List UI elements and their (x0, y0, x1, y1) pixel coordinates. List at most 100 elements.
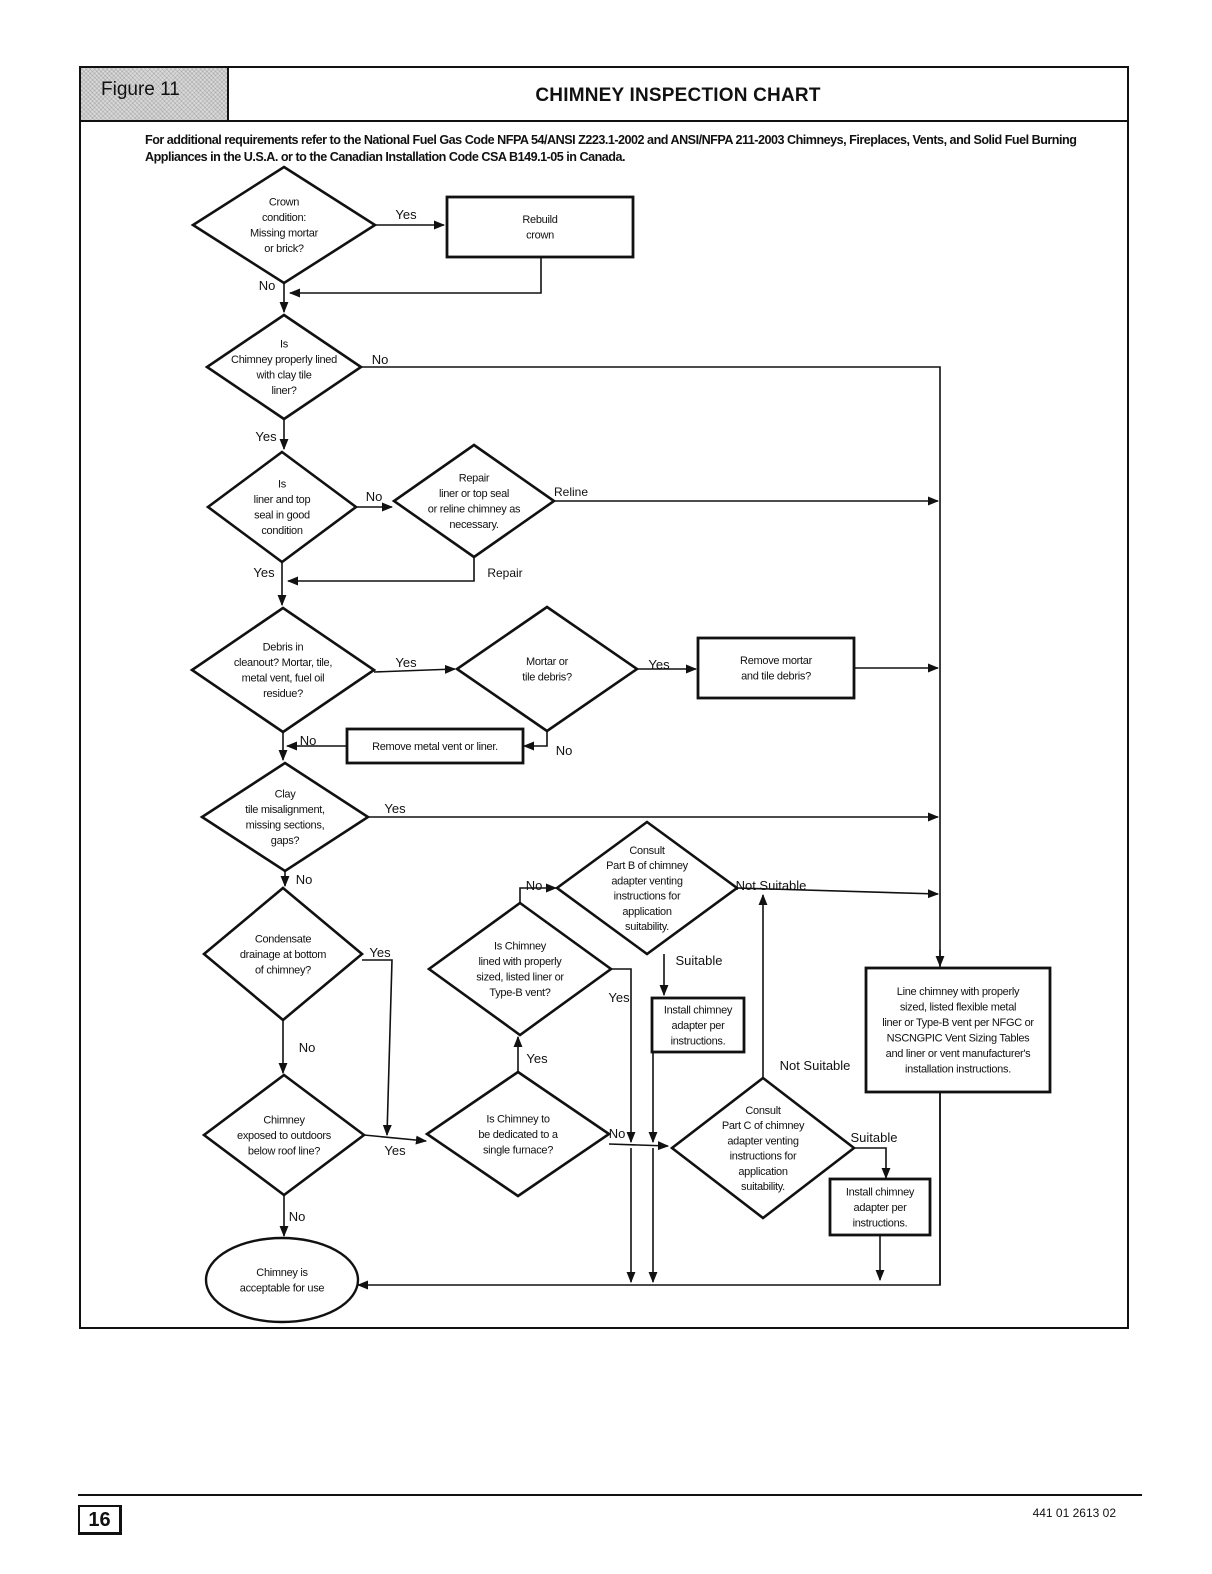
node-text: condition (261, 525, 303, 537)
edge-label-partc-not: Not Suitable (780, 1058, 851, 1073)
node-text: condition: (262, 212, 306, 224)
edge-label-cond-no: No (299, 1040, 316, 1055)
node-text: residue? (263, 688, 303, 700)
node-text: adapter per (672, 1020, 726, 1032)
page-number: 16 (78, 1505, 122, 1535)
node-text: instructions for (614, 891, 681, 903)
edge-label-clay-no: No (296, 872, 313, 887)
node-text: cleanout? Mortar, tile, (234, 657, 333, 669)
decision-diamond (189, 606, 377, 734)
process-box (650, 996, 746, 1054)
node-text: Clay (275, 789, 297, 801)
figure-label: Figure 11 (101, 79, 180, 100)
decision-diamond (669, 1076, 857, 1220)
decision-diamond (391, 443, 557, 559)
edge-label-liner-no: No (366, 489, 383, 504)
decision-diamond (190, 165, 378, 285)
node-text: Chimney (263, 1114, 305, 1126)
decision-diamond (454, 605, 640, 733)
node-text: instructions. (671, 1035, 726, 1047)
node-text: Is Chimney (494, 941, 547, 953)
node-text: drainage at bottom (240, 949, 326, 961)
process-box (864, 966, 1052, 1094)
node-text: Install chimney (664, 1004, 733, 1016)
node-text: adapter per (854, 1202, 908, 1214)
intro-text: For additional requirements refer to the… (145, 133, 1077, 164)
node-text: single furnace? (483, 1144, 553, 1156)
node-text: or brick? (264, 243, 304, 255)
process-box (345, 727, 525, 765)
node-text: Repair (459, 473, 490, 485)
flow-connector (356, 366, 941, 1290)
flow-connector (288, 257, 542, 298)
node-text: gaps? (271, 835, 300, 847)
node-clay: Clay tile misalignment, missing sections, g… (199, 761, 371, 873)
node-text: with clay tile (255, 370, 311, 382)
edge-label-crown-no: No (259, 278, 276, 293)
node-acceptable: Chimney is acceptable for use (204, 1236, 360, 1324)
node-text: instructions for (730, 1151, 797, 1163)
node-text: liner or top seal (439, 488, 509, 500)
node-text: lined with properly (479, 956, 563, 968)
node-text: Is Chimney to (486, 1113, 550, 1125)
node-text: Mortar or (526, 656, 569, 668)
node-text: sized, listed flexible metal (900, 1002, 1016, 1014)
node-text: Consult (745, 1105, 780, 1117)
node-text: acceptable for use (240, 1283, 325, 1295)
node-text: crown (526, 230, 554, 242)
edge-label-liner-yes: Yes (253, 565, 275, 580)
node-text: Part C of chimney (722, 1120, 805, 1132)
node-text: Part B of chimney (606, 860, 689, 872)
node-text: tile misalignment, (245, 804, 325, 816)
flow-connector (286, 557, 475, 586)
terminal-ellipse (204, 1236, 360, 1324)
node-text: be dedicated to a (478, 1129, 558, 1141)
decision-diamond (199, 761, 371, 873)
flow-connector (853, 1147, 891, 1180)
node-text: Chimney is (256, 1267, 308, 1279)
node-text: Type-B vent? (489, 987, 550, 999)
node-remove-vent: Remove metal vent or liner. (345, 727, 525, 765)
chart-title: CHIMNEY INSPECTION CHART (535, 85, 821, 106)
edge-label-exposed-no: No (289, 1209, 306, 1224)
node-text: seal in good (254, 510, 310, 522)
node-text: suitability. (625, 921, 669, 933)
node-text: necessary. (449, 519, 499, 531)
edge-label-repair: Repair (487, 566, 522, 580)
node-text: Remove mortar (740, 655, 813, 667)
decision-diamond (426, 901, 614, 1037)
node-dedicated: Is Chimney to be dedicated to a single fur… (424, 1070, 612, 1198)
node-text: below roof line? (248, 1145, 320, 1157)
node-text: tile debris? (522, 672, 572, 684)
decision-diamond (201, 1073, 367, 1197)
node-text: Crown (269, 197, 299, 209)
node-text: adapter venting (727, 1135, 799, 1147)
decision-diamond (424, 1070, 612, 1198)
edge-label-cond-yes: Yes (369, 945, 391, 960)
node-text: missing sections, (246, 820, 325, 832)
node-text: installation instructions. (905, 1064, 1011, 1076)
decision-diamond (554, 820, 740, 956)
node-text: NSCNGPIC Vent Sizing Tables (887, 1033, 1031, 1045)
edge-label-clay-yes: Yes (384, 801, 406, 816)
edge-label-dedicated-yes: Yes (526, 1051, 548, 1066)
flow-connector (373, 664, 457, 674)
node-text: sized, listed liner or (476, 972, 564, 984)
node-text: Is (278, 479, 287, 491)
process-box (828, 1177, 932, 1237)
edge-label-mortar-no: No (556, 743, 573, 758)
figure-frame: Figure 11 CHIMNEY INSPECTION CHART For a… (79, 66, 1129, 1329)
node-text: Condensate (255, 933, 312, 945)
decision-diamond (204, 313, 364, 421)
edge-label-mortar-yes: Yes (648, 657, 670, 672)
flow-connector (611, 968, 636, 1144)
node-text: and liner or vent manufacturer's (886, 1048, 1032, 1060)
